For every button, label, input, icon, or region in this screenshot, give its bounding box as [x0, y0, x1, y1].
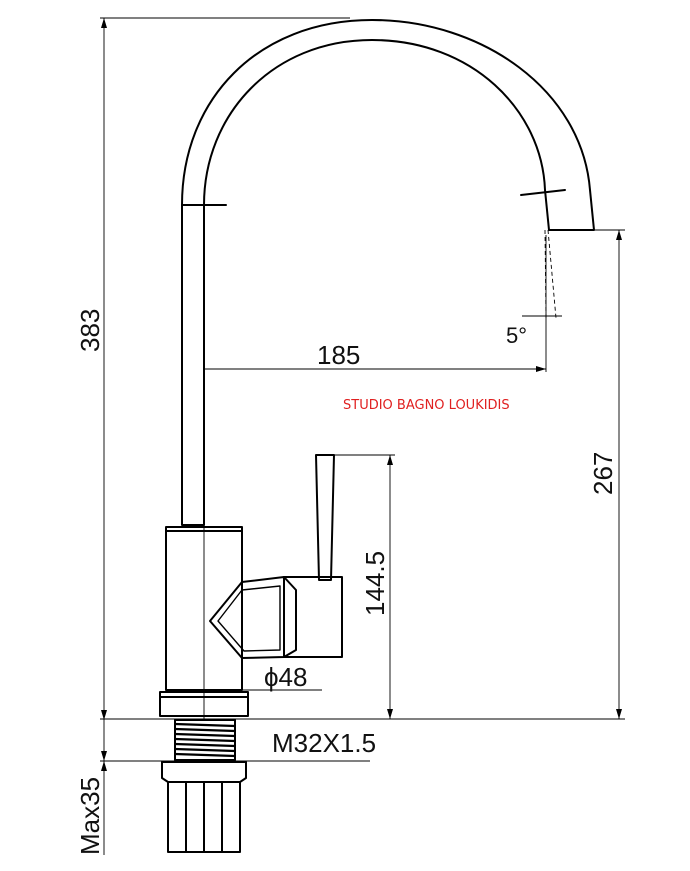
spray-line-1	[544, 229, 547, 319]
label-phi-48: ϕ48	[264, 662, 307, 692]
watermark-text: STUDIO BAGNO LOUKIDIS	[343, 398, 510, 413]
lever-base	[283, 576, 343, 658]
thread-hatching	[174, 722, 236, 758]
label-185: 185	[317, 340, 360, 370]
lever-handle	[315, 454, 335, 581]
spout-tip-band	[520, 189, 566, 196]
mounting-nut	[161, 761, 247, 853]
label-144-5: 144.5	[360, 551, 390, 616]
label-m32x1-5: M32X1.5	[272, 728, 376, 758]
label-spray-angle: 5°	[506, 323, 527, 348]
lever-housing	[209, 576, 285, 659]
lever-base-bevel	[283, 576, 297, 658]
label-max35: Max35	[75, 777, 105, 855]
spray-line-2	[547, 229, 557, 319]
label-267: 267	[588, 452, 618, 495]
label-383: 383	[75, 309, 105, 352]
faucet-spout	[181, 19, 595, 526]
lever-housing-inner	[217, 585, 281, 652]
